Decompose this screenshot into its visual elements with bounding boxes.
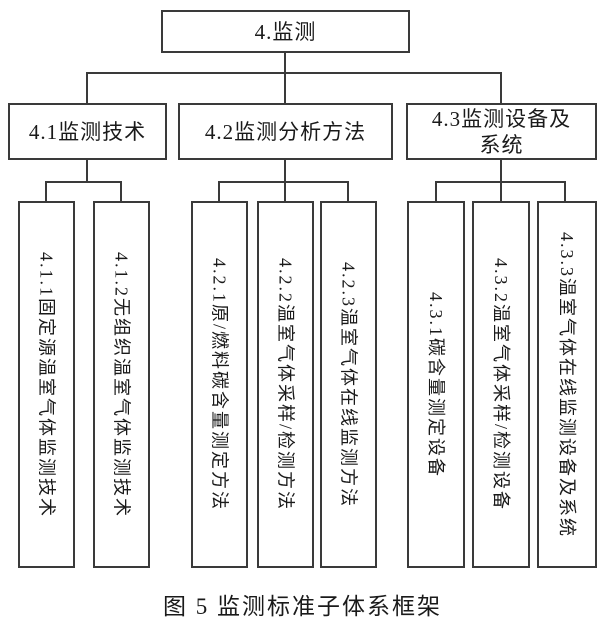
- node-4-2-analysis-methods: 4.2监测分析方法: [178, 103, 393, 160]
- node-4-2-3-online-method: 4.2.3温室气体在线监测方法: [320, 201, 377, 568]
- node-4-2-1-label: 4.2.1原/燃料碳含量测定方法: [209, 258, 230, 511]
- node-4-1-1-label: 4.1.1固定源温室气体监测技术: [36, 251, 57, 518]
- connector-stub-4-1-1: [45, 181, 47, 201]
- node-4-2-3-label: 4.2.3温室气体在线监测方法: [338, 261, 359, 508]
- figure-caption: 图 5 监测标准子体系框架: [163, 594, 442, 619]
- connector-stub-4-1-2: [120, 181, 122, 201]
- node-4-2-2-sampling-method: 4.2.2温室气体采样/检测方法: [257, 201, 314, 568]
- connector-stub-4-2-1: [218, 181, 220, 201]
- node-4-3-label: 4.3监测设备及 系统: [431, 106, 572, 157]
- connector-root-trunk: [284, 53, 286, 103]
- connector-level2-bus: [86, 72, 502, 74]
- node-4-1-monitoring-technology: 4.1监测技术: [8, 103, 167, 160]
- node-4-1-2-fugitive: 4.1.2无组织温室气体监测技术: [93, 201, 150, 568]
- node-root-label: 4.监测: [254, 19, 317, 44]
- connector-drop-4-3: [500, 72, 502, 103]
- node-4-3-equipment-systems: 4.3监测设备及 系统: [406, 103, 597, 160]
- node-4-3-1-label: 4.3.1碳含量测定设备: [426, 291, 446, 478]
- connector-drop-4-1: [86, 72, 88, 103]
- connector-4-1-trunk: [86, 160, 88, 183]
- node-4-1-2-label: 4.1.2无组织温室气体监测技术: [111, 251, 132, 518]
- node-4-1-1-fixed-source: 4.1.1固定源温室气体监测技术: [18, 201, 75, 568]
- node-root-monitoring: 4.监测: [161, 10, 410, 53]
- node-4-3-1-carbon-content-equipment: 4.3.1碳含量测定设备: [407, 201, 465, 568]
- connector-stub-4-2-3: [347, 181, 349, 201]
- connector-stub-4-3-1: [435, 181, 437, 201]
- connector-4-2-bus: [218, 181, 349, 183]
- connector-stub-4-3-3: [564, 181, 566, 201]
- node-4-3-3-online-equipment: 4.3.3温室气体在线监测设备及系统: [537, 201, 597, 568]
- node-4-2-2-label: 4.2.2温室气体采样/检测方法: [275, 258, 296, 511]
- connector-4-1-bus: [45, 181, 122, 183]
- node-4-2-1-carbon-content-method: 4.2.1原/燃料碳含量测定方法: [191, 201, 248, 568]
- node-4-1-label: 4.1监测技术: [28, 119, 147, 144]
- connector-4-3-bus: [435, 181, 566, 183]
- node-4-3-3-label: 4.3.3温室气体在线监测设备及系统: [557, 231, 577, 538]
- node-4-3-2-sampling-equipment: 4.3.2温室气体采样/检测设备: [472, 201, 530, 568]
- connector-4-2-trunk: [284, 160, 286, 201]
- node-4-3-2-label: 4.3.2温室气体采样/检测设备: [491, 258, 511, 511]
- connector-4-3-trunk: [500, 160, 502, 201]
- node-4-2-label: 4.2监测分析方法: [204, 119, 367, 144]
